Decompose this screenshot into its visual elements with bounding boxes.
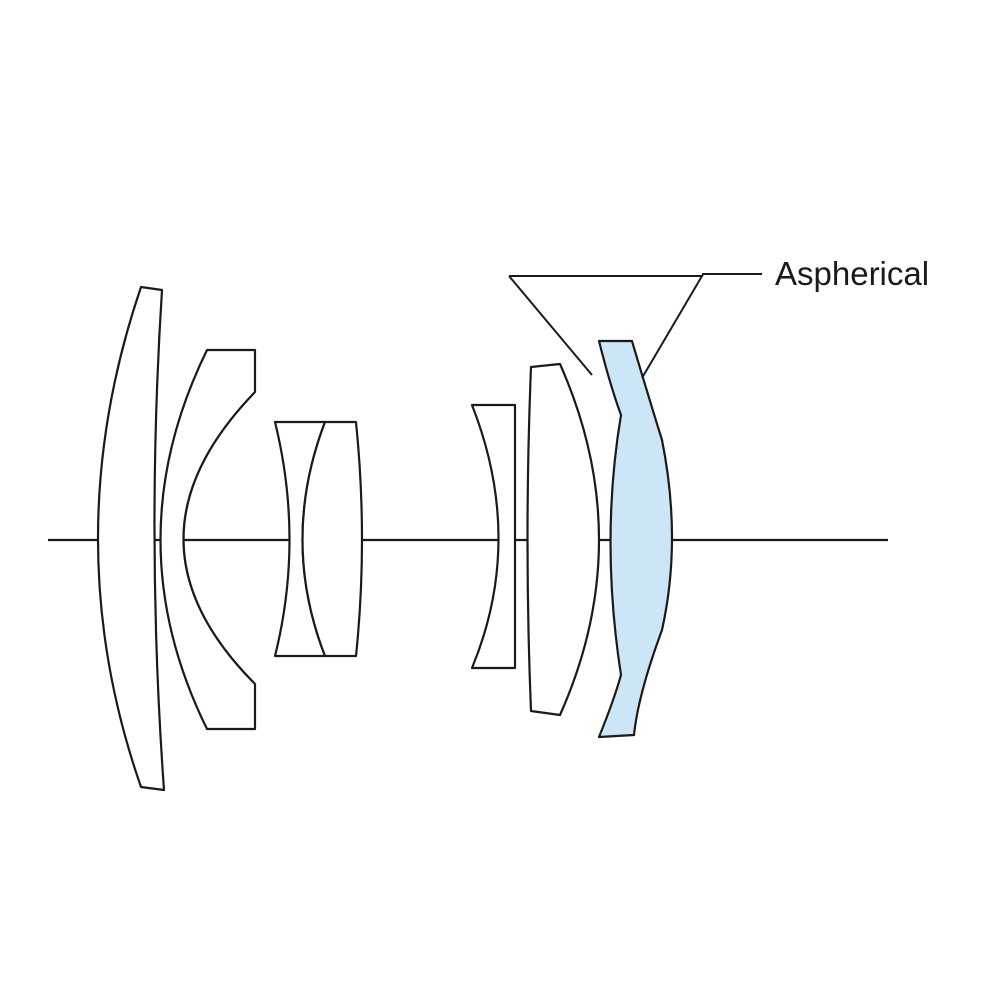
lens-element-5 (470, 403, 517, 670)
aspherical-lens-element (597, 339, 674, 739)
lens-element-4 (301, 420, 364, 658)
aspherical-label: Aspherical (775, 255, 929, 292)
annotation-leader-line (509, 275, 704, 379)
lens-element-6 (526, 362, 601, 717)
lens-element-2 (159, 348, 257, 731)
lens-element-1 (96, 285, 166, 792)
annotation-leader-line (508, 275, 593, 376)
